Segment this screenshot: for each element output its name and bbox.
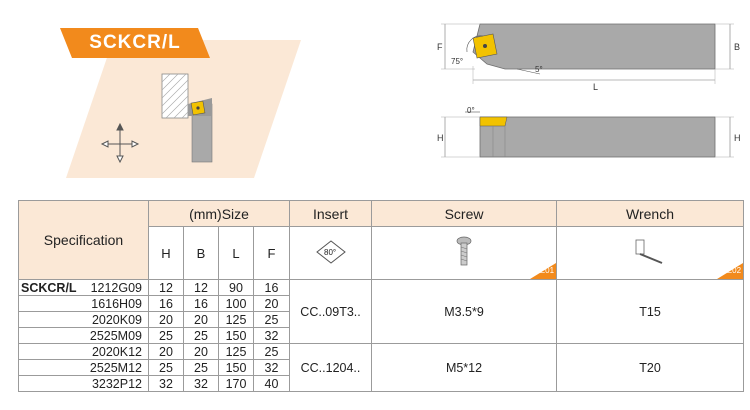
value-f: 16 [252,279,291,296]
value-f: 25 [252,343,291,360]
wrench-code-badge: E02 [717,263,744,279]
table-row: SCKCR/L 1212G09 12 12 90 16 CC..09T3.. M3… [18,279,745,344]
value-f: 20 [252,295,291,312]
value-f: 32 [252,359,291,376]
value-b: 20 [183,343,219,360]
technical-drawing: F B L 75° 5° H H 0° [437,23,741,158]
wrench-group-1: T15 [556,279,745,344]
value-b: 20 [183,311,219,328]
value-h: 32 [148,375,184,392]
screw-group-2: M5*12 [371,343,558,392]
feed-direction-icon [100,122,140,164]
screw-icon-cell: E01 [371,226,558,280]
spec-cell: 3232P12 [18,375,149,392]
model-code: 3232P12 [91,376,142,391]
insert-side-icon [479,116,508,127]
insert-angle-label: 80° [324,248,336,257]
value-b: 25 [183,327,219,344]
label-b: B [734,42,740,52]
header-specification: Specification [18,200,149,280]
value-f: 32 [252,327,291,344]
table-row: 2020K12 20 20 125 25 CC..1204.. M5*12 T2… [18,343,745,392]
value-f: 40 [252,375,291,392]
value-l: 100 [218,295,254,312]
wrench-icon [635,239,663,264]
table-row: 3232P12 32 32 170 40 [18,375,744,392]
value-h: 20 [148,343,184,360]
model-code: 2020K12 [91,344,142,359]
top-view: F B L 75° 5° [437,23,740,92]
table-row: 1616H09 16 16 100 20 [18,295,744,312]
spec-cell: 1616H09 [18,295,149,312]
label-f: F [437,42,443,52]
value-h: 20 [148,311,184,328]
spec-cell: 2525M12 [18,359,149,376]
model-code: 1212G09 [90,280,142,295]
screw-code-badge: E01 [530,263,557,279]
value-h: 25 [148,327,184,344]
product-panel: SCKCR/L [60,28,305,178]
model-code: 2525M12 [89,360,142,375]
value-l: 170 [218,375,254,392]
label-angle-0: 0° [467,106,475,115]
value-b: 32 [183,375,219,392]
spec-cell: 2020K12 [18,343,149,360]
model-code: 2525M09 [89,328,142,343]
header-screw: Screw [371,200,558,227]
insert-group-2: CC..1204.. [289,343,373,392]
label-angle-5: 5° [535,65,543,74]
tool-mini-illustration [100,73,213,164]
model-code: 1616H09 [91,296,142,311]
insert-group-1: CC..09T3.. [289,279,373,344]
table-row: 2020K09 20 20 125 25 [18,311,744,328]
value-h: 25 [148,359,184,376]
insert-rhombus-icon: 80° [315,239,346,264]
series-prefix: SCKCR/L [21,280,77,295]
insert-icon-cell: 80° [289,226,373,280]
label-h-side: H [437,133,444,143]
spec-cell: 2020K09 [18,311,149,328]
size-col-l: L [218,226,254,280]
product-title: SCKCR/L [89,32,181,53]
specification-table: Specification (mm)Size Insert Screw Wren… [18,200,745,392]
value-h: 12 [148,279,184,296]
value-h: 16 [148,295,184,312]
header-wrench: Wrench [556,200,745,227]
label-h-right: H [734,133,741,143]
value-b: 25 [183,359,219,376]
value-l: 125 [218,311,254,328]
workpiece-hatch [161,73,189,119]
value-b: 12 [183,279,219,296]
spec-cell: 2525M09 [18,327,149,344]
size-col-h: H [148,226,184,280]
value-l: 150 [218,327,254,344]
product-title-badge: SCKCR/L [60,28,210,58]
header-size: (mm)Size [147,200,291,227]
model-code: 2020K09 [91,312,142,327]
header-insert: Insert [289,200,373,227]
wrench-icon-cell: E02 [556,226,745,280]
value-l: 125 [218,343,254,360]
value-f: 25 [252,311,291,328]
wrench-group-2: T20 [556,343,745,392]
side-view: H H 0° [437,106,741,158]
value-b: 16 [183,295,219,312]
value-l: 90 [218,279,254,296]
screw-icon [456,236,472,265]
size-col-f: F [252,226,291,280]
screw-group-1: M3.5*9 [371,279,558,344]
label-l: L [593,82,598,92]
label-angle-75: 75° [451,57,463,66]
size-col-b: B [183,226,219,280]
value-l: 150 [218,359,254,376]
spec-cell: SCKCR/L 1212G09 [18,279,149,296]
table-row: 2525M12 25 25 150 32 [18,359,744,376]
